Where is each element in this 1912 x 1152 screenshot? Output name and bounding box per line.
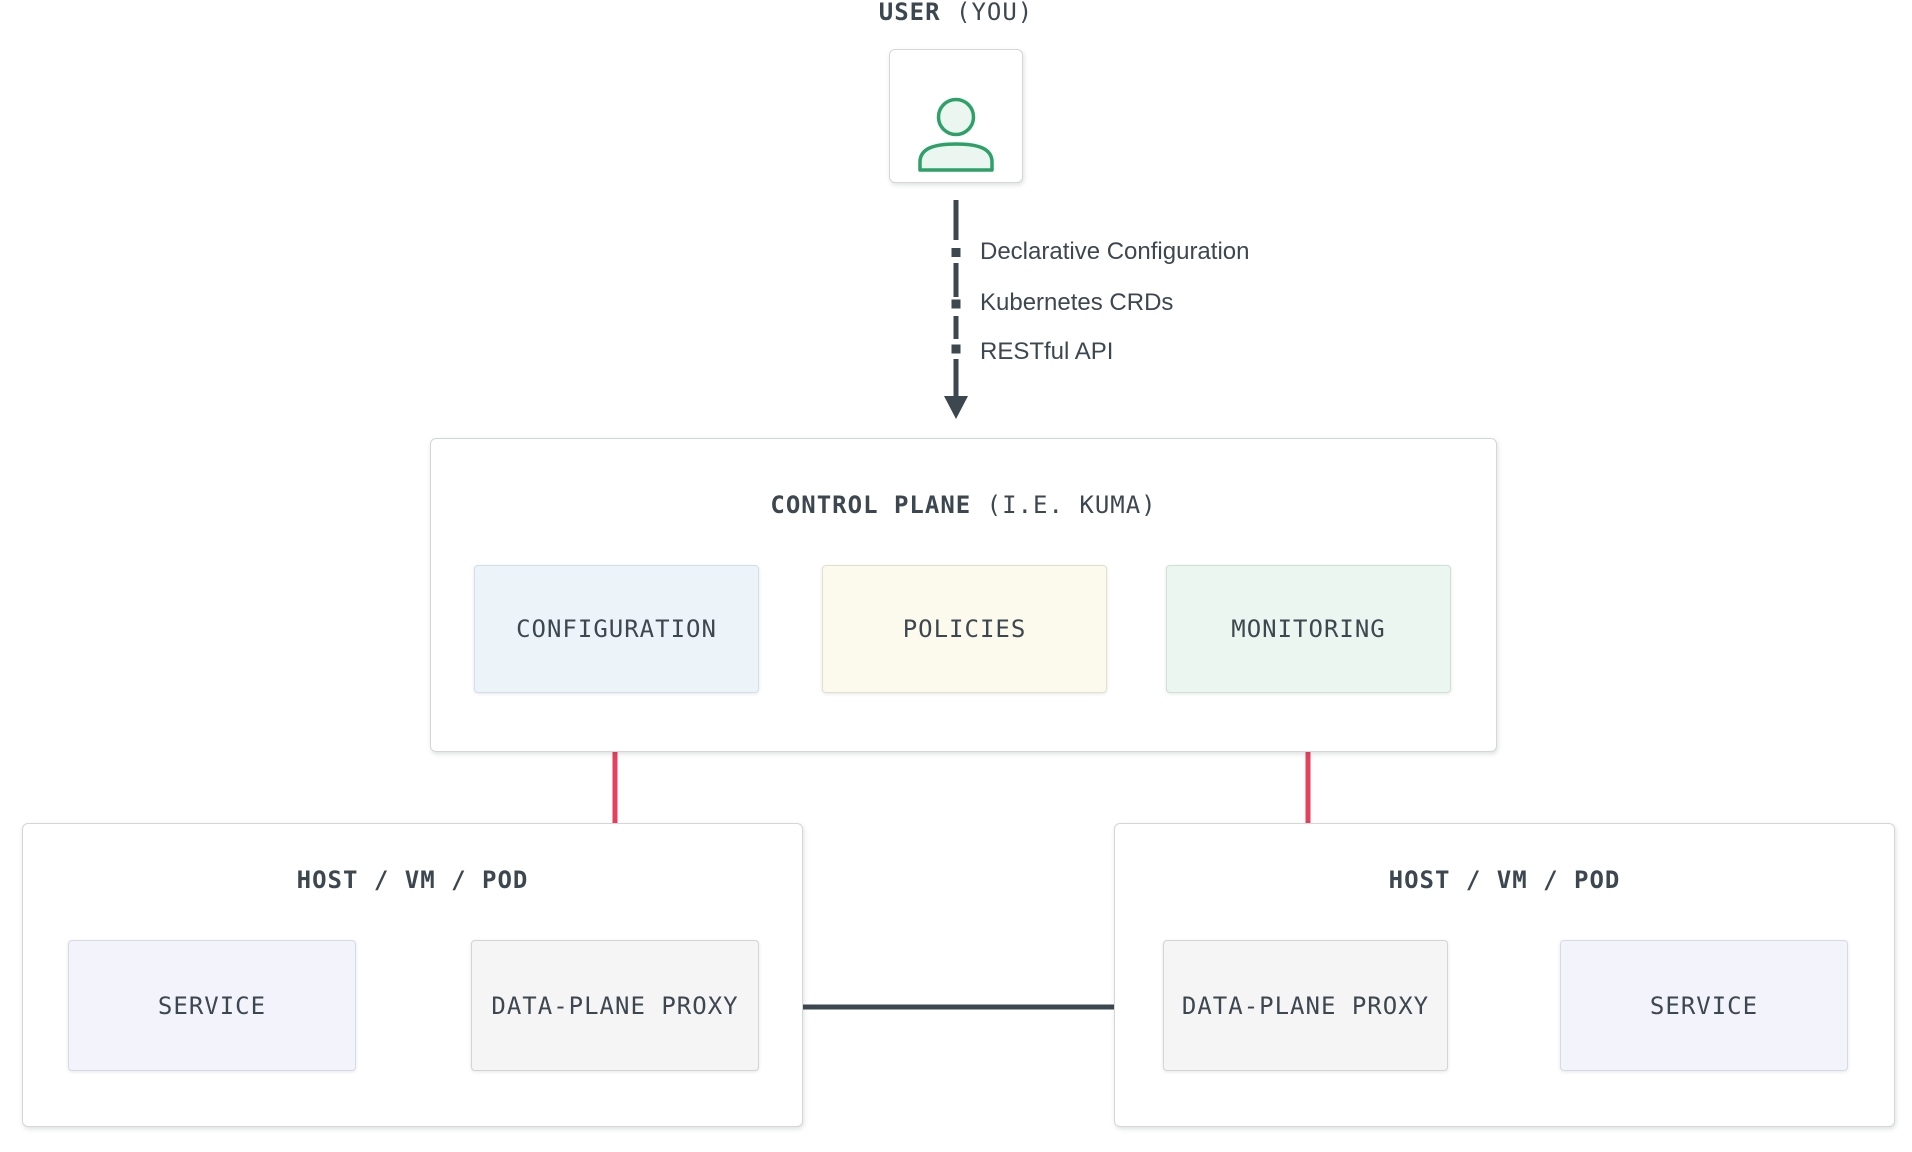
- bullet-dot: [951, 299, 961, 309]
- service-box-right: SERVICE: [1560, 940, 1848, 1071]
- configuration-box: CONFIGURATION: [474, 565, 759, 693]
- bullet-dot: [951, 344, 961, 354]
- connector-label-kubernetes-crds: Kubernetes CRDs: [980, 289, 1174, 316]
- dataplane-proxy-box-left: DATA-PLANE PROXY: [471, 940, 759, 1071]
- policies-label: POLICIES: [902, 615, 1027, 643]
- monitoring-label: MONITORING: [1231, 615, 1386, 643]
- dataplane-proxy-label: DATA-PLANE PROXY: [1181, 991, 1430, 1020]
- dataplane-proxy-box-right: DATA-PLANE PROXY: [1163, 940, 1448, 1071]
- user-title-regular: (YOU): [956, 0, 1034, 26]
- policies-box: POLICIES: [822, 565, 1107, 693]
- host-left-title: HOST / VM / POD: [296, 866, 529, 894]
- host-box-right: HOST / VM / POD DATA-PLANE PROXY SERVICE: [1114, 823, 1895, 1127]
- service-box-left: SERVICE: [68, 940, 356, 1071]
- user-to-controlplane-connector: [944, 200, 968, 419]
- control-plane-box: CONTROL PLANE (I.E. KUMA) CONFIGURATION …: [430, 438, 1497, 752]
- user-title-bold: USER: [878, 0, 941, 26]
- monitoring-box: MONITORING: [1166, 565, 1451, 693]
- service-label: SERVICE: [1649, 991, 1759, 1020]
- control-plane-title-regular: (I.E. KUMA): [986, 491, 1157, 519]
- configuration-label: CONFIGURATION: [516, 615, 717, 643]
- control-plane-title: CONTROL PLANE (I.E. KUMA): [431, 491, 1496, 519]
- host-box-left: HOST / VM / POD SERVICE DATA-PLANE PROXY: [22, 823, 803, 1127]
- control-plane-title-bold: CONTROL PLANE: [770, 491, 972, 519]
- host-right-title: HOST / VM / POD: [1388, 866, 1621, 894]
- service-label: SERVICE: [157, 991, 267, 1020]
- user-title: USER (YOU): [806, 0, 1106, 26]
- user-box: [889, 49, 1023, 183]
- person-icon: [918, 97, 994, 172]
- dataplane-proxy-label: DATA-PLANE PROXY: [491, 991, 739, 1020]
- connector-label-restful-api: RESTful API: [980, 338, 1114, 365]
- connector-label-declarative-configuration: Declarative Configuration: [980, 238, 1250, 265]
- arrowhead-down-icon: [944, 396, 968, 419]
- proxy-to-proxy-arrow: [772, 996, 1148, 1018]
- bullet-dot: [951, 248, 961, 257]
